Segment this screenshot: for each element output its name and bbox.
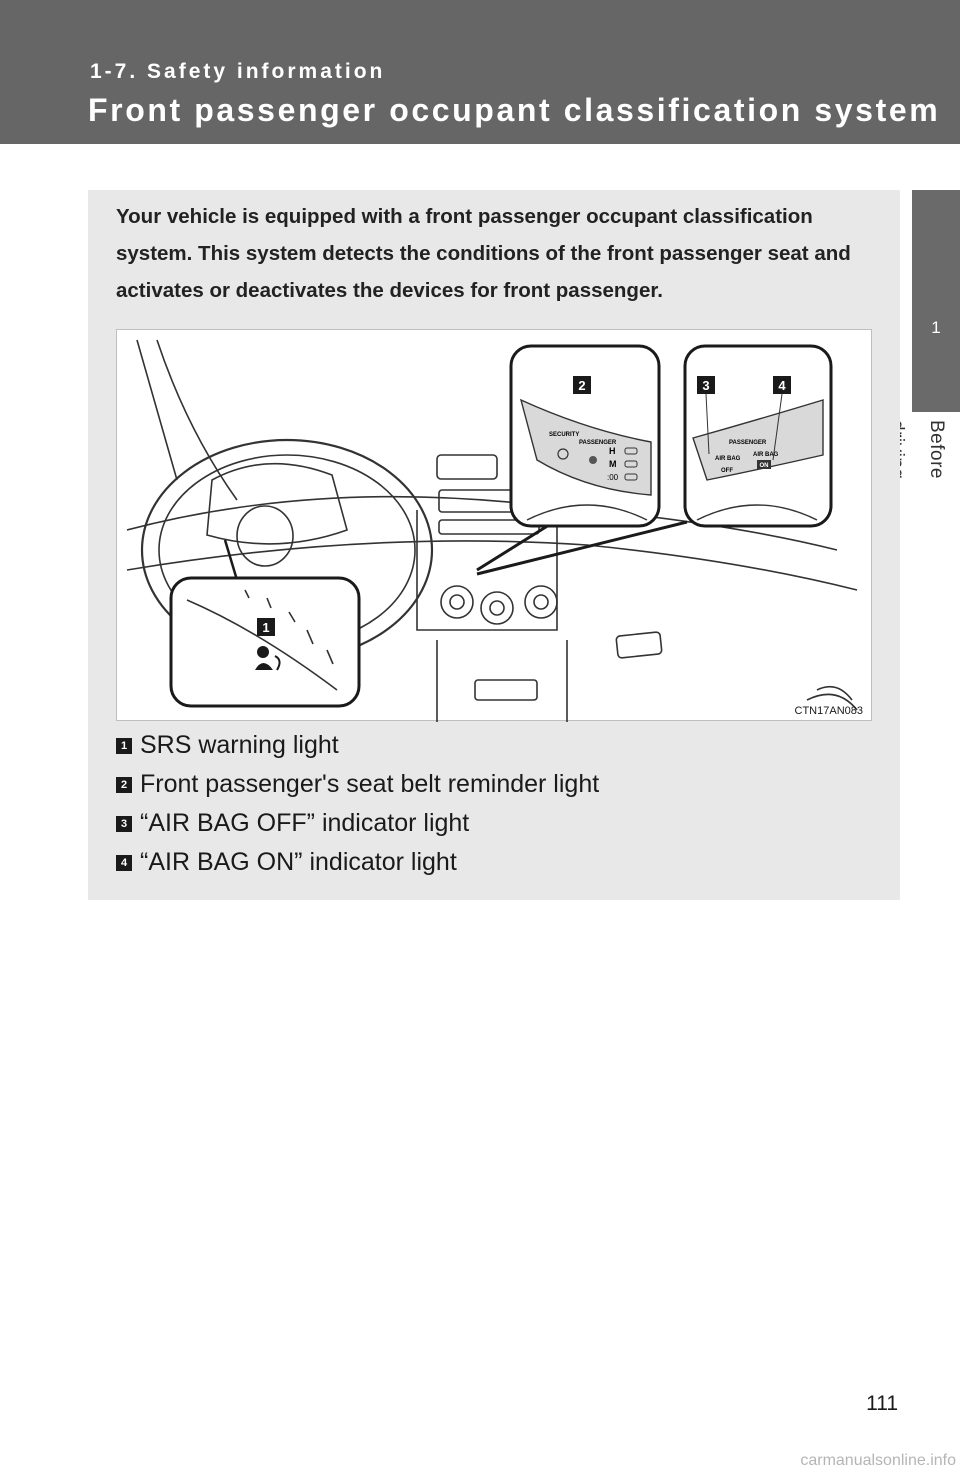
legend-text: Front passenger's seat belt reminder lig… bbox=[140, 770, 600, 798]
m-label: M bbox=[609, 459, 617, 469]
glove-box-handle bbox=[615, 631, 663, 659]
center-stack bbox=[416, 510, 558, 631]
airbag-panel-inset: 3 4 PASSENGER AIR BAG OFF AIR BAG ON bbox=[683, 344, 833, 528]
legend-item: 2 Front passenger's seat belt reminder l… bbox=[116, 765, 876, 804]
legend-item: 1 SRS warning light bbox=[116, 726, 876, 765]
a-pillar-left bbox=[136, 339, 178, 481]
watermark: carmanualsonline.info bbox=[800, 1452, 956, 1469]
passenger-label: PASSENGER bbox=[579, 440, 617, 446]
chapter-label: Before driving bbox=[886, 420, 947, 479]
airbag-off-word: OFF bbox=[721, 468, 733, 474]
knob-center bbox=[480, 591, 514, 625]
chapter-tab bbox=[912, 190, 960, 412]
knob-left bbox=[440, 585, 474, 619]
page-title: Front passenger occupant classification … bbox=[88, 92, 941, 128]
chapter-number: 1 bbox=[931, 318, 941, 337]
legend-list: 1 SRS warning light 2 Front passenger's … bbox=[116, 726, 876, 882]
page-header: 1-7. Safety information Front passenger … bbox=[0, 0, 960, 144]
legend-number-badge: 3 bbox=[116, 815, 132, 832]
legend-number-badge: 4 bbox=[116, 854, 132, 871]
callout-4-number: 4 bbox=[778, 378, 786, 393]
security-light bbox=[557, 448, 569, 460]
legend-number-badge: 1 bbox=[116, 737, 132, 754]
panel2-passenger-label: PASSENGER bbox=[729, 440, 767, 446]
h-label: H bbox=[609, 446, 616, 456]
callout-1-number: 1 bbox=[262, 620, 269, 635]
legend-item: 3 “AIR BAG OFF” indicator light bbox=[116, 804, 876, 843]
callout-3-number: 3 bbox=[702, 378, 709, 393]
srs-warning-icon bbox=[257, 646, 269, 658]
digits-label: :00 bbox=[607, 473, 619, 482]
dashboard-illustration: 1 2 SECURITY PASSENGER H M :00 bbox=[116, 329, 872, 722]
instrument-cluster bbox=[206, 462, 348, 545]
legend-number-badge: 2 bbox=[116, 776, 132, 793]
steering-hub bbox=[236, 505, 294, 567]
callout-2-number: 2 bbox=[578, 378, 585, 393]
page-number: 111 bbox=[866, 1392, 898, 1415]
seatbelt-panel-inset: 2 SECURITY PASSENGER H M :00 bbox=[509, 344, 661, 528]
srs-inset: 1 bbox=[169, 576, 361, 708]
airbag-on-label: AIR BAG bbox=[753, 452, 779, 458]
security-label: SECURITY bbox=[549, 432, 579, 438]
legend-text: SRS warning light bbox=[140, 731, 339, 759]
airbag-on-word: ON bbox=[760, 463, 769, 469]
knob-right bbox=[524, 585, 558, 619]
legend-item: 4 “AIR BAG ON” indicator light bbox=[116, 843, 876, 882]
dashboard-drawing: 1 2 SECURITY PASSENGER H M :00 bbox=[126, 339, 863, 722]
seatbelt-reminder-icon bbox=[589, 456, 597, 464]
legend-text: “AIR BAG OFF” indicator light bbox=[140, 809, 470, 837]
legend-text: “AIR BAG ON” indicator light bbox=[140, 848, 457, 876]
airbag-off-label: AIR BAG bbox=[715, 456, 741, 462]
intro-paragraph: Your vehicle is equipped with a front pa… bbox=[116, 205, 851, 302]
image-code: CTN17AN083 bbox=[795, 705, 863, 717]
section-label: 1-7. Safety information bbox=[90, 60, 386, 83]
